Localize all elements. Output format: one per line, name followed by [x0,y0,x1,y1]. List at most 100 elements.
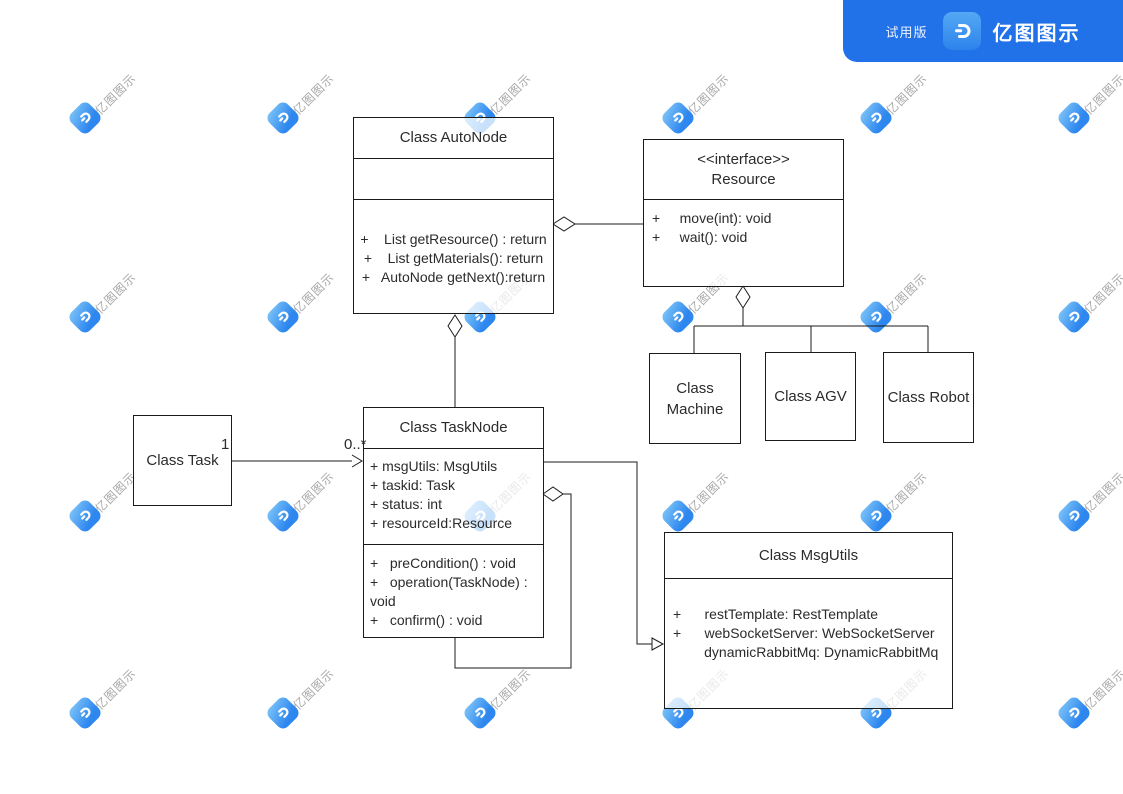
class-title-text: Class AGV [774,388,847,405]
multiplicity-label-task: 1 [221,436,230,453]
aggregation-diamond-icon [542,486,564,502]
edraw-logo-icon [659,298,697,336]
edraw-logo-icon [264,298,302,336]
method-line: + wait(): void [652,229,748,245]
brand-name-text: 亿图图示 [992,22,1081,45]
class-title-text: Class Machine [666,379,724,418]
class-title-text: Class Robot [887,389,970,406]
edraw-logo-icon [659,497,697,535]
interface-box-resource[interactable]: <<interface>> Resource + move(int): void… [643,139,844,287]
watermark: 亿图图示 [461,666,534,732]
edraw-logo-icon [264,694,302,732]
field-line: + taskid: Task [370,477,455,493]
watermark: 亿图图示 [66,71,139,137]
edraw-logo-icon [66,497,104,535]
watermark: 亿图图示 [66,469,139,535]
edraw-logo-icon [66,298,104,336]
methods-section: + List getResource() : return + List get… [354,199,553,287]
method-line: + move(int): void [652,210,772,226]
edraw-logo-icon [659,694,697,732]
watermark: 亿图图示 [857,666,930,732]
watermark: 亿图图示 [264,666,337,732]
edge-autonode-resource[interactable] [552,216,643,232]
edge-autonode-tasknode[interactable] [447,314,463,407]
field-line: + resourceId:Resource [370,515,513,531]
stereotype-text: <<interface>> [697,150,790,168]
class-box-autonode[interactable]: Class AutoNode + List getResource() : re… [353,117,554,314]
class-title: Class AutoNode [354,118,553,158]
class-title: Class TaskNode [364,408,543,448]
class-box-robot[interactable]: Class Robot [883,352,974,443]
edraw-logo-icon [1055,99,1093,137]
aggregation-diamond-icon [447,314,463,338]
watermark: 亿图图示 [1055,270,1123,336]
watermark: 亿图图示 [857,469,930,535]
open-arrow-icon [351,454,363,468]
edraw-logo-icon [1055,298,1093,336]
method-line: + List getMaterials(): return [363,250,544,266]
field-line: dynamicRabbitMq: DynamicRabbitMq [673,644,939,660]
class-title-text: Class MsgUtils [758,546,859,564]
watermark: 亿图图示 [264,71,337,137]
edge-tasknode-msgutils[interactable] [543,461,665,651]
field-line: + webSocketServer: WebSocketServer [673,625,935,641]
class-box-msgutils[interactable]: Class MsgUtils + restTemplate: RestTempl… [664,532,953,709]
class-title-text: Class TaskNode [399,419,508,436]
watermark: 亿图图示 [857,71,930,137]
method-line: + List getResource() : return [360,231,547,247]
edraw-logo-icon [66,694,104,732]
watermark: 亿图图示 [659,666,732,732]
edraw-logo-icon [461,694,499,732]
edraw-logo-icon [659,99,697,137]
field-line: + status: int [370,496,442,512]
methods-section: + preCondition() : void + operation(Task… [364,544,543,630]
class-title: <<interface>> Resource [644,140,843,199]
method-line: + operation(TaskNode) : void [370,574,532,609]
class-title-text: Class AutoNode [399,129,508,146]
class-box-tasknode[interactable]: Class TaskNode + msgUtils: MsgUtils + ta… [363,407,544,638]
edraw-logo-icon [857,497,895,535]
edraw-logo-icon [857,298,895,336]
method-line: + confirm() : void [370,612,483,628]
edge-tasknode-selfloop[interactable] [454,486,572,669]
watermark: 亿图图示 [659,71,732,137]
edge-task-tasknode[interactable] [231,454,363,468]
watermark: 亿图图示 [857,270,930,336]
edraw-logo-icon [1055,694,1093,732]
watermark: 亿图图示 [659,270,732,336]
edraw-logo-icon [264,99,302,137]
trial-version-label: 试用版 [885,24,928,40]
class-title: Class MsgUtils [665,533,952,578]
watermark: 亿图图示 [1055,71,1123,137]
edraw-logo-icon [264,497,302,535]
class-box-task[interactable]: Class Task [133,415,232,506]
edraw-logo-icon [857,99,895,137]
watermark: 亿图图示 [1055,469,1123,535]
methods-section: + move(int): void + wait(): void [644,199,843,247]
method-line: + preCondition() : void [370,555,516,571]
edraw-logo-icon [1055,497,1093,535]
aggregation-diamond-icon [735,285,751,309]
class-title-text: Resource [711,170,776,188]
watermark: 亿图图示 [1055,666,1123,732]
hollow-arrow-icon [651,637,665,651]
watermark: 亿图图示 [264,469,337,535]
field-line: + msgUtils: MsgUtils [370,458,498,474]
watermark: 亿图图示 [659,469,732,535]
multiplicity-label-tasknode: 0..* [344,436,367,453]
class-title-text: Class Task [146,452,219,469]
fields-section: + restTemplate: RestTemplate + webSocket… [665,578,952,662]
method-line: + AutoNode getNext():return [361,269,546,285]
watermark: 亿图图示 [66,270,139,336]
edge-resource-subclasses[interactable] [693,285,929,353]
field-line: + restTemplate: RestTemplate [673,606,879,622]
edraw-logo-icon [942,12,981,50]
aggregation-diamond-icon [552,216,576,232]
class-box-agv[interactable]: Class AGV [765,352,856,441]
class-box-machine[interactable]: Class Machine [649,353,741,444]
fields-section: + msgUtils: MsgUtils + taskid: Task + st… [364,448,543,544]
watermark: 亿图图示 [66,666,139,732]
edraw-logo-icon [66,99,104,137]
